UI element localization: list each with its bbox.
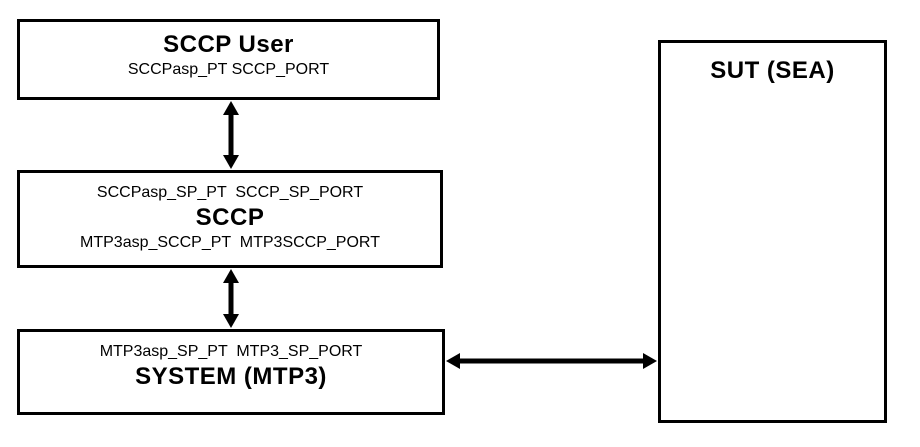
- sccp-user-ports-label: SCCPasp_PT SCCP_PORT: [127, 61, 330, 78]
- box-sccp-user: SCCP User SCCPasp_PT SCCP_PORT: [17, 19, 440, 100]
- box-sccp: SCCPasp_SP_PT SCCP_SP_PORT SCCP MTP3asp_…: [17, 170, 443, 268]
- double-arrow-sccp-system-icon: [223, 269, 239, 328]
- double-arrow-system-sut-icon: [446, 353, 657, 369]
- sccp-title: SCCP: [195, 204, 265, 231]
- box-system-mtp3: MTP3asp_SP_PT MTP3_SP_PORT SYSTEM (MTP3): [17, 329, 445, 415]
- system-mtp3-title: SYSTEM (MTP3): [135, 363, 327, 390]
- box-sut: SUT (SEA): [658, 40, 887, 423]
- double-arrow-sccp-user-sccp-icon: [223, 101, 239, 169]
- sut-title: SUT (SEA): [710, 57, 835, 84]
- sccp-lower-ports-label: MTP3asp_SCCP_PT MTP3SCCP_PORT: [80, 234, 380, 251]
- system-mtp3-ports-label: MTP3asp_SP_PT MTP3_SP_PORT: [99, 343, 363, 360]
- sccp-user-title: SCCP User: [163, 31, 294, 58]
- sccp-upper-ports-label: SCCPasp_SP_PT SCCP_SP_PORT: [96, 184, 364, 201]
